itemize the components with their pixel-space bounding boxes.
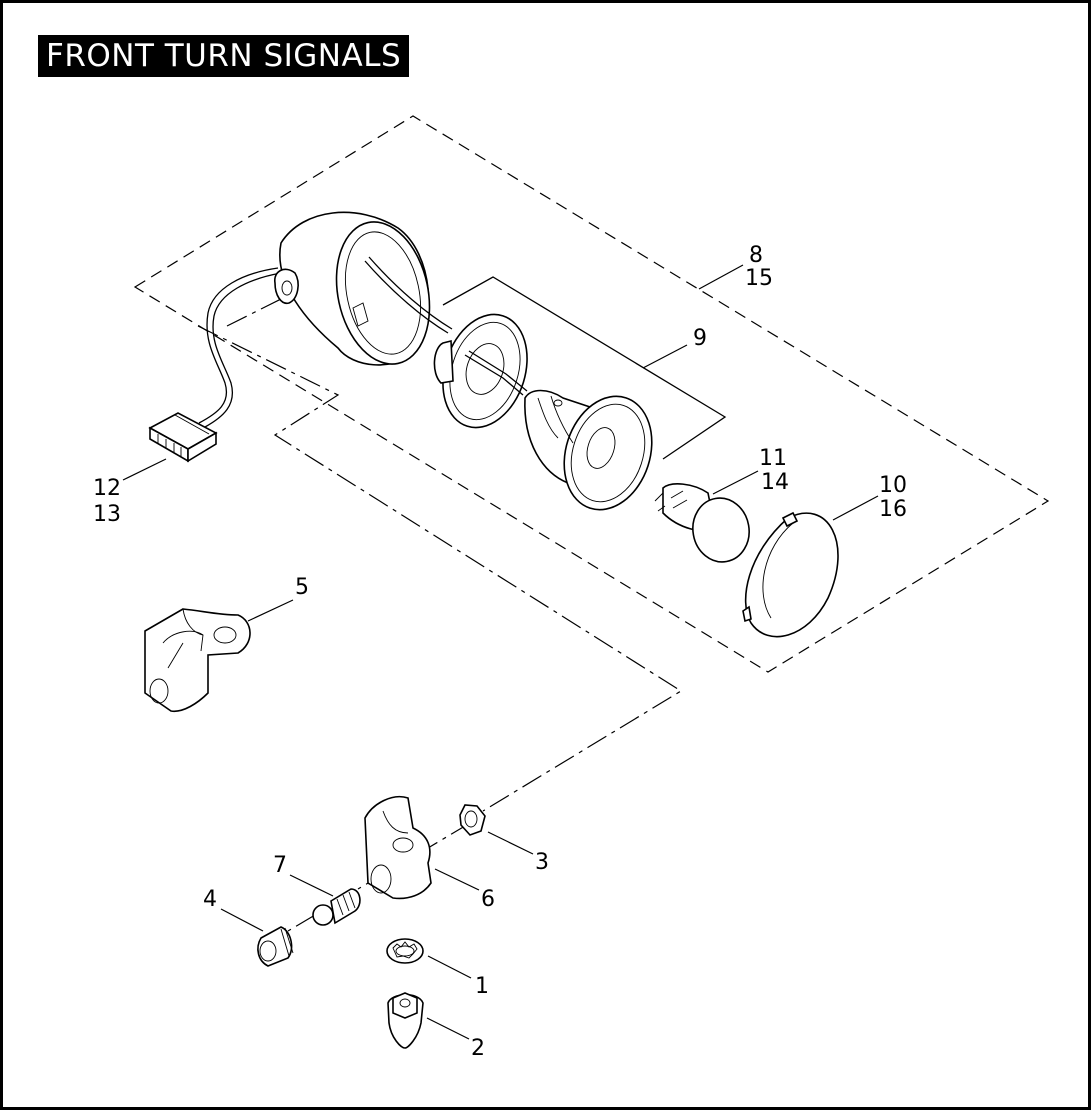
callout-15: 15 — [745, 266, 773, 291]
callouts: 8 15 9 11 14 10 16 12 13 5 3 6 7 4 1 2 — [93, 243, 907, 1061]
callout-16: 16 — [879, 497, 907, 522]
callout-7: 7 — [273, 853, 287, 878]
exploded-parts-diagram: 8 15 9 11 14 10 16 12 13 5 3 6 7 4 1 2 — [93, 115, 1050, 1061]
callout-1: 1 — [475, 974, 489, 999]
lock-washer-1 — [386, 938, 424, 964]
hex-nut-3 — [459, 804, 486, 836]
acorn-nut-2 — [387, 992, 424, 1049]
callout-8: 8 — [749, 243, 763, 268]
lens — [742, 511, 839, 638]
callout-12: 12 — [93, 476, 121, 501]
screw-4 — [257, 926, 294, 967]
wire-harness — [198, 267, 282, 428]
mounting-bracket-5 — [144, 608, 251, 713]
callout-5: 5 — [295, 575, 309, 600]
bulb-holder — [464, 350, 653, 511]
callout-4: 4 — [203, 887, 217, 912]
bulb — [654, 483, 750, 563]
diagram-title: FRONT TURN SIGNALS — [38, 35, 410, 77]
callout-2: 2 — [471, 1036, 485, 1061]
callout-6: 6 — [481, 887, 495, 912]
callout-3: 3 — [535, 850, 549, 875]
callout-14: 14 — [761, 470, 789, 495]
callout-10: 10 — [879, 473, 907, 498]
leader-lines — [122, 264, 879, 1040]
bracket-6 — [364, 796, 432, 900]
socket-bracket — [442, 276, 727, 460]
socket-ring — [433, 313, 528, 429]
mounting-centerline — [197, 298, 683, 932]
callout-11: 11 — [759, 446, 787, 471]
assembly-outline — [133, 115, 1050, 673]
callout-9: 9 — [693, 326, 707, 351]
connector-plug — [148, 412, 218, 463]
ball-stud-7 — [312, 888, 361, 926]
turn-signal-housing — [274, 211, 453, 366]
callout-13: 13 — [93, 502, 121, 527]
